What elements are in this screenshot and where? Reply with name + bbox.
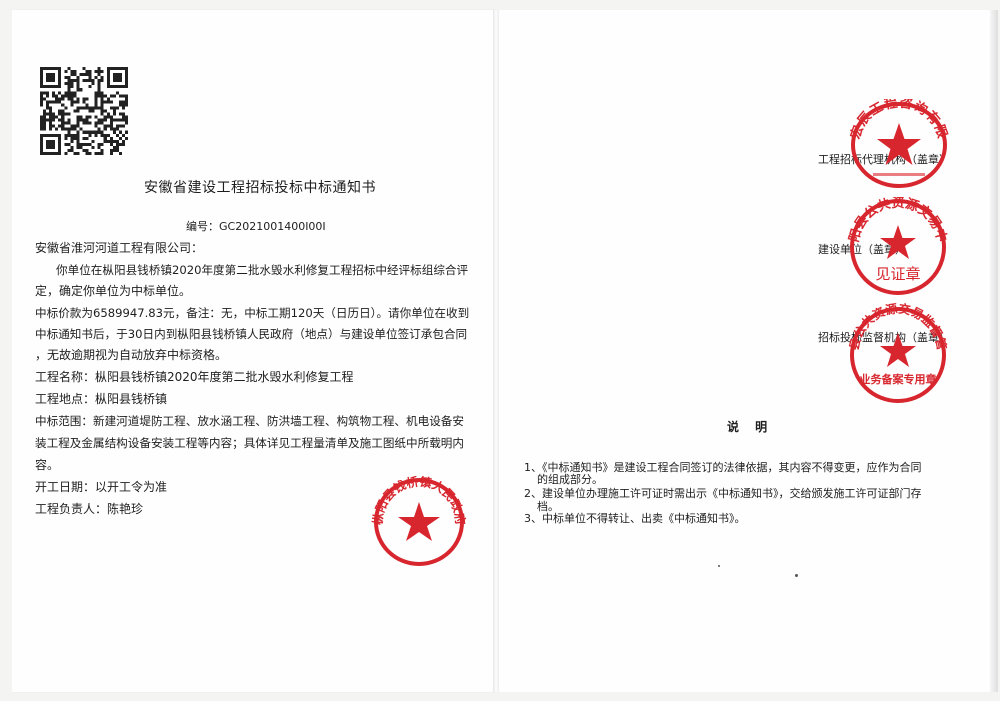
supervisor-stamp-subtext: 业务备案专用章 [860,372,937,386]
government-stamp: 枞阳县钱桥镇人民政府 [370,476,468,566]
supervisor-signature-label: 招标投标监督机构（盖章） [818,331,950,344]
agency-signature-label: 工程招标代理机构（盖章） [818,153,950,166]
project-location: 工程地点：枞阳县钱桥镇 [35,392,168,406]
page-edge [990,10,998,692]
right-page [497,10,992,692]
start-date: 开工日期：以开工令为准 [35,480,168,494]
page-spine [493,10,499,692]
page-speck [795,574,798,577]
note-item1-line2: 的组成部分。 [537,473,603,486]
document-number: 编号：GC2021001400I00I [186,220,326,233]
scope-line3: 容。 [35,458,60,472]
scope-line2: 装工程及金属结构设备安装工程等内容；具体详见工程量清单及施工图纸中所载明内 [35,436,464,450]
agency-stamp: 安徽宏辰工程咨询有限公司 [847,99,949,188]
platform-stamp: 枞阳县公共资源交易中心 见证章 [846,197,950,295]
project-name: 工程名称：枞阳县钱桥镇2020年度第二批水毁水利修复工程 [35,370,354,384]
recipient: 安徽省淮河河道工程有限公司： [35,241,204,255]
project-manager: 工程负责人：陈艳珍 [35,502,144,516]
note-item2-line1: 2、建设单位办理施工许可证时需出示《中标通知书》，交给颁发施工许可证部门存 [524,487,922,500]
para2-line3: ，无故逾期视为自动放弃中标资格。 [35,348,228,362]
notes-heading: 说 明 [727,420,774,434]
note-item2-line2: 档。 [537,500,559,513]
qr-code-icon [40,67,128,155]
para2-line1: 中标价款为6589947.83元，备注：无，中标工期120天（日历日）。请你单位… [35,306,470,320]
page-speck [718,565,720,567]
document-title: 安徽省建设工程招标投标中标通知书 [144,180,376,196]
para1-line1: 你单位在枞阳县钱桥镇2020年度第二批水毁水利修复工程招标中经评标组综合评 [56,263,469,277]
owner-signature-label: 建设单位（盖章） [818,243,906,256]
supervisor-stamp: 枞阳县公共资源交易监督管理局 业务备案专用章 [846,303,950,403]
para1-line2: 定，确定你单位为中标单位。 [35,284,192,298]
note-item3: 3、中标单位不得转让、出卖《中标通知书》。 [524,512,746,525]
note-item1-line1: 1、《中标通知书》是建设工程合同签订的法律依据，其内容不得变更，应作为合同 [524,461,922,474]
witness-label: 见证章 [875,265,920,283]
para2-line2: 中标通知书后，于30日内到枞阳县钱桥镇人民政府（地点）与建设单位签订承包合同 [35,327,468,341]
scope-line1: 中标范围：新建河道堤防工程、放水涵工程、防洪墙工程、构筑物工程、机电设备安 [35,414,464,428]
